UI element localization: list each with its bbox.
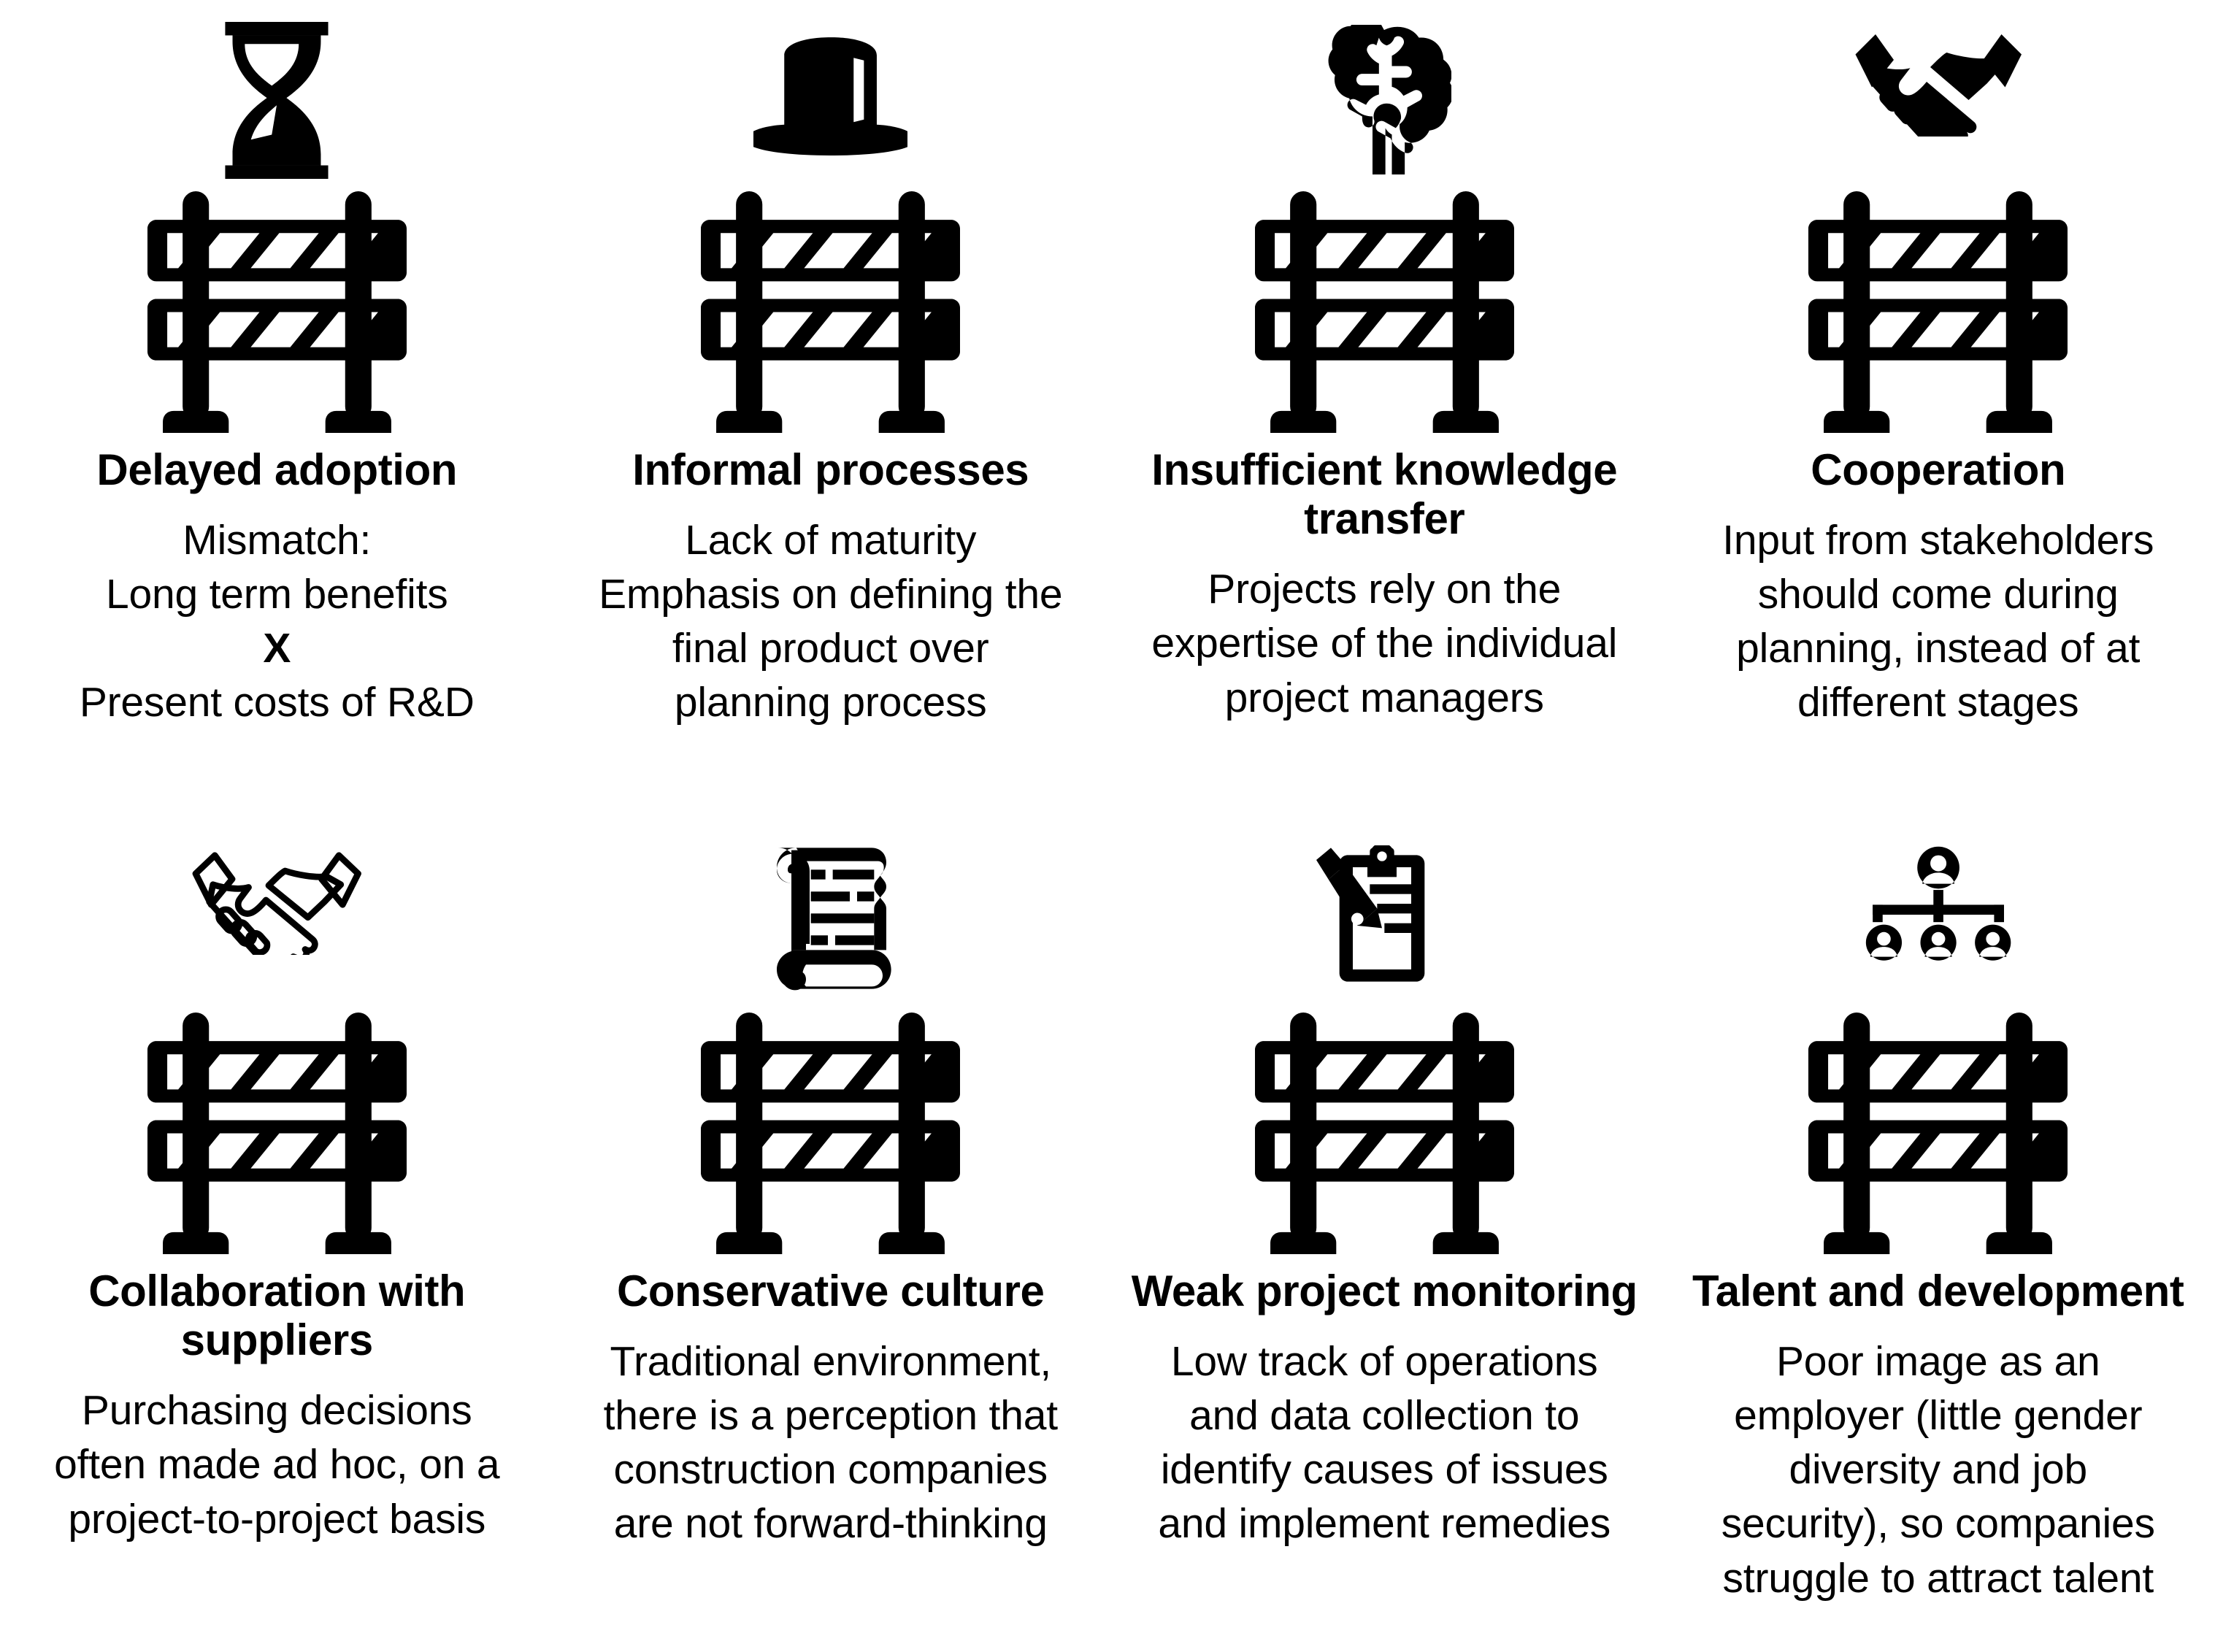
card-delayed-adoption: Delayed adoption Mismatch: Long term ben… (0, 0, 554, 807)
org-chart-icon (1865, 845, 2011, 984)
handshake-filled-icon (1854, 27, 2024, 137)
card-body: Purchasing decisions often made ad hoc, … (54, 1387, 500, 1542)
brain-icon (1317, 25, 1452, 174)
glyph-stack (701, 807, 961, 1259)
road-barrier-icon (147, 1007, 407, 1259)
emphasis-line: X (263, 625, 291, 672)
card-conservative-culture: Conservative culture Traditional environ… (554, 807, 1108, 1652)
card-talent-and-development: Talent and development Poor image as an … (1662, 807, 2215, 1652)
card-title: Cooperation (1811, 445, 2066, 494)
road-barrier-icon (1808, 186, 2068, 438)
glyph-stack (147, 0, 407, 438)
clipboard-pencil-icon (1316, 845, 1453, 991)
scroll-icon (762, 845, 899, 991)
card-body: Poor image as an employer (little gender… (1721, 1338, 2155, 1602)
road-barrier-icon (701, 186, 961, 438)
top-hat-icon (753, 27, 908, 155)
road-barrier-icon (1254, 1007, 1514, 1259)
card-title: Talent and development (1692, 1267, 2184, 1315)
card-body: Lack of maturity Emphasis on defining th… (599, 517, 1063, 726)
card-body: Projects rely on the expertise of the in… (1151, 566, 1618, 721)
road-barrier-icon (1254, 186, 1514, 438)
hourglass-icon (215, 22, 338, 179)
card-body: Input from stakeholders should come duri… (1722, 517, 2154, 726)
card-title: Conservative culture (616, 1267, 1045, 1315)
card-collaboration-with-suppliers: Collaboration with suppliers Purchasing … (0, 807, 554, 1652)
card-body: Low track of operations and data collect… (1158, 1338, 1611, 1548)
card-title: Informal processes (632, 445, 1029, 494)
card-weak-project-monitoring: Weak project monitoring Low track of ope… (1108, 807, 1662, 1652)
glyph-stack (147, 807, 407, 1259)
handshake-outline-icon (192, 845, 362, 955)
card-title: Delayed adoption (96, 445, 458, 494)
card-title: Collaboration with suppliers (88, 1267, 466, 1365)
card-title: Weak project monitoring (1131, 1267, 1638, 1315)
card-insufficient-knowledge-transfer: Insufficient knowledge transfer Projects… (1108, 0, 1662, 807)
glyph-stack (1808, 0, 2068, 438)
road-barrier-icon (701, 1007, 961, 1259)
road-barrier-icon (147, 186, 407, 438)
glyph-stack (701, 0, 961, 438)
road-barrier-icon (1808, 1007, 2068, 1259)
card-informal-processes: Informal processes Lack of maturity Emph… (554, 0, 1108, 807)
glyph-stack (1808, 807, 2068, 1259)
glyph-stack (1254, 0, 1514, 438)
card-cooperation: Cooperation Input from stakeholders shou… (1662, 0, 2215, 807)
card-title: Insufficient knowledge transfer (1151, 445, 1618, 544)
card-body: Traditional environment, there is a perc… (603, 1338, 1058, 1548)
glyph-stack (1254, 807, 1514, 1259)
